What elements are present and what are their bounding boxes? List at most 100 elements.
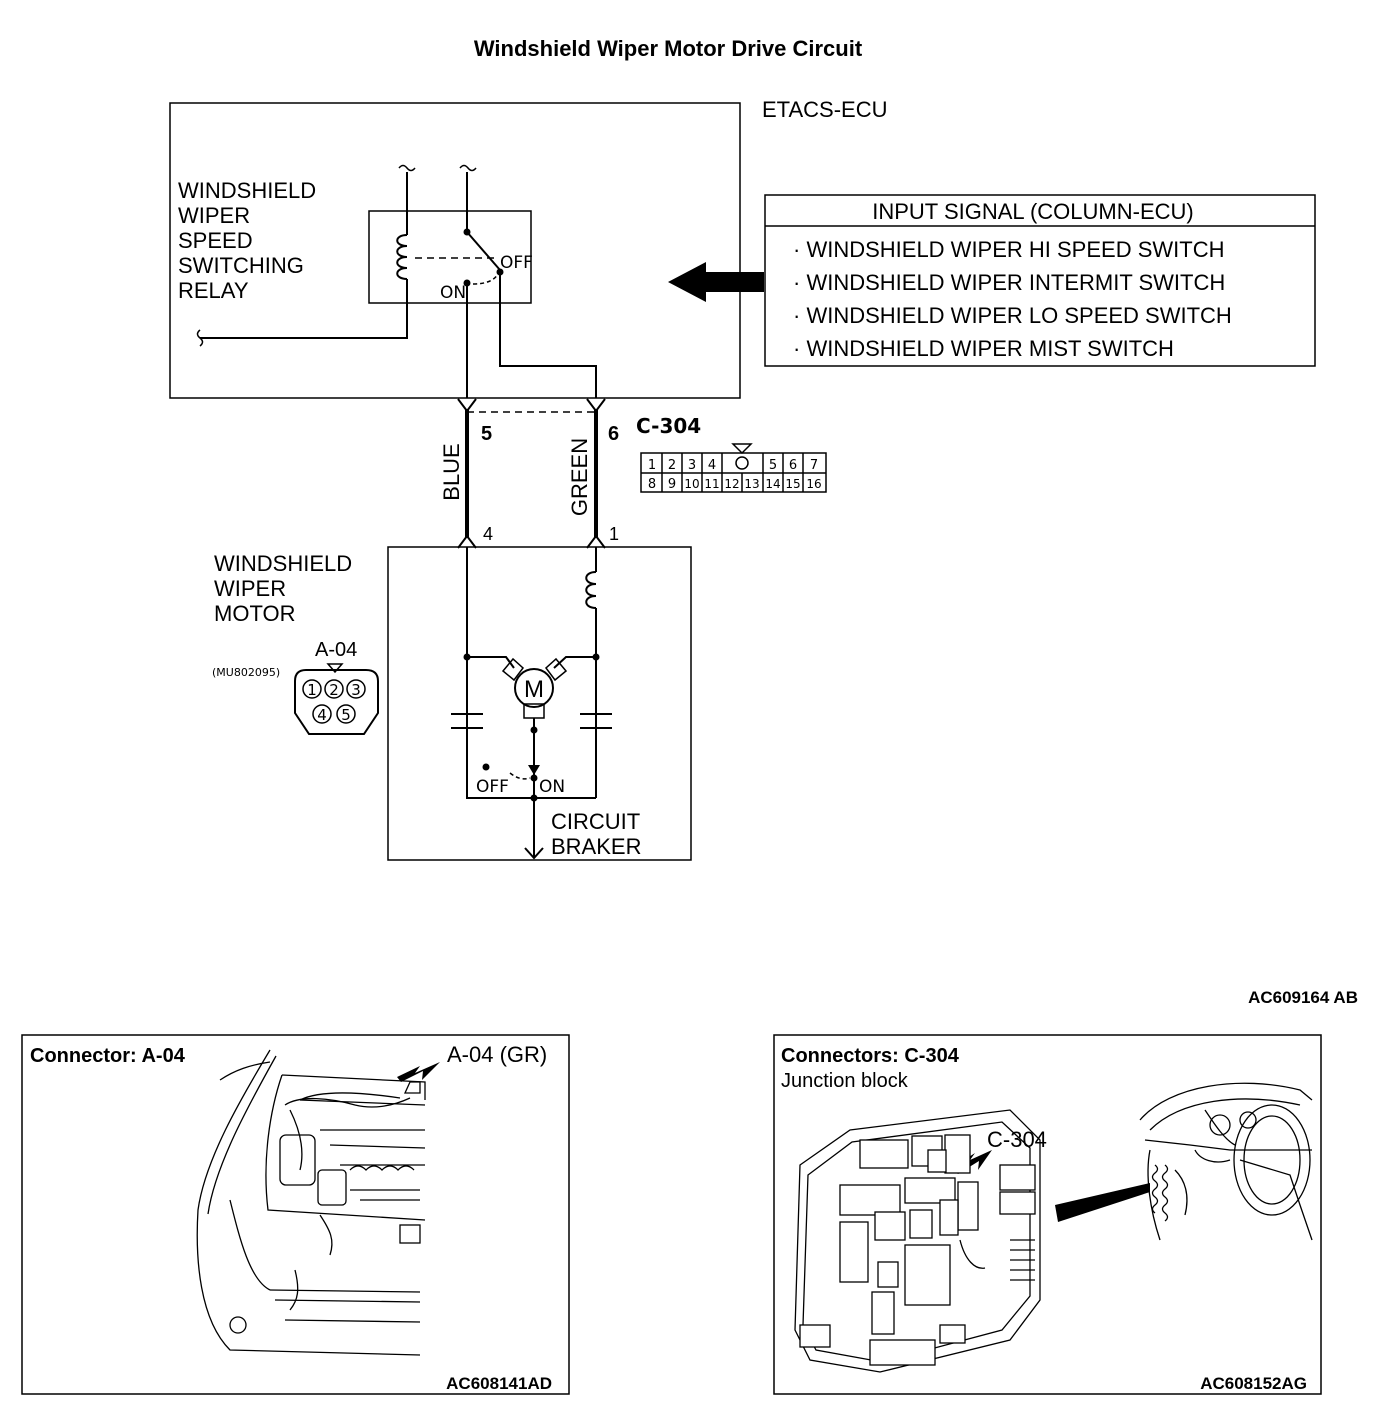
panel-a04-callout: A-04 (GR) bbox=[447, 1042, 547, 1067]
etacs-ecu-label: ETACS-ECU bbox=[762, 97, 888, 122]
c304-pin: 9 bbox=[668, 477, 676, 492]
diagram-title: Windshield Wiper Motor Drive Circuit bbox=[474, 36, 863, 61]
c304-pin: 2 bbox=[668, 458, 676, 473]
panel-a04-code: AC608141AD bbox=[446, 1374, 552, 1393]
input-signal-item: · WINDSHIELD WIPER HI SPEED SWITCH bbox=[793, 237, 1224, 262]
input-signal-box bbox=[764, 194, 1316, 367]
wire-break-mark bbox=[459, 164, 477, 172]
a04-pin-socket bbox=[346, 679, 366, 699]
relay-label-line-1: WINDSHIELD bbox=[178, 178, 316, 203]
autostop-off-contact bbox=[482, 763, 490, 771]
etacs-ecu: ETACS-ECU WINDSHIELD WIPER SPEED SWITCHI… bbox=[169, 97, 888, 399]
motor-label-line-3: MOTOR bbox=[214, 601, 295, 626]
input-signal-item: · WINDSHIELD WIPER INTERMIT SWITCH bbox=[793, 270, 1225, 295]
relay-arc-dash bbox=[472, 273, 499, 285]
wire-break-mark bbox=[398, 164, 416, 172]
capacitor-right-icon bbox=[580, 713, 612, 729]
a04-part-number: (MU802095) bbox=[212, 666, 280, 679]
relay-off-wire bbox=[499, 272, 597, 398]
a04-pin-socket bbox=[324, 679, 344, 699]
c304-label: C-304 bbox=[636, 414, 701, 438]
autostop-arc-dash bbox=[509, 772, 531, 780]
c304-pin: 4 bbox=[708, 458, 716, 473]
connector-key-icon bbox=[326, 663, 344, 674]
input-signal-item: · WINDSHIELD WIPER LO SPEED SWITCH bbox=[793, 303, 1232, 328]
motor-label-line-1: WINDSHIELD bbox=[214, 551, 352, 576]
a04-pin: 1 bbox=[307, 681, 317, 699]
relay-coil-icon bbox=[396, 234, 408, 280]
c304-pin: 16 bbox=[806, 477, 821, 491]
panel-c304-location: Connectors: C-304 Junction block C-304 bbox=[773, 1034, 1322, 1395]
autostop-on-contact bbox=[530, 774, 538, 782]
ground-label-line-1: CIRCUIT bbox=[551, 809, 640, 834]
relay-switch-arm bbox=[466, 231, 501, 271]
capacitor-left-icon bbox=[451, 713, 483, 729]
a04-outline bbox=[294, 669, 379, 735]
c304-pin: 15 bbox=[785, 477, 800, 491]
a04-connector: A-04 (MU802095) 1 2 3 4 5 bbox=[212, 639, 379, 735]
relay-coil-wire bbox=[200, 279, 408, 339]
input-signal-header: INPUT SIGNAL (COLUMN-ECU) bbox=[872, 199, 1193, 224]
engine-bay-illustration bbox=[196, 1049, 426, 1356]
c304-connector: C-304 1 2 3 4 5 6 7 bbox=[636, 414, 827, 493]
motor-brush-wire bbox=[553, 656, 596, 669]
figure-code-main: AC609164 AB bbox=[1248, 988, 1358, 1007]
c304-top-row: 1 2 3 4 5 6 7 bbox=[648, 453, 818, 473]
a04-pin: 4 bbox=[317, 706, 327, 724]
a04-pin: 5 bbox=[341, 706, 351, 724]
c304-bottom-row: 8 9 10 11 12 13 14 15 16 bbox=[648, 473, 822, 492]
junction-dot bbox=[530, 726, 538, 734]
connector-key-icon bbox=[731, 443, 753, 455]
input-arrow-icon bbox=[668, 262, 764, 302]
c304-pin: 5 bbox=[769, 458, 777, 473]
wiper-motor: WINDSHIELD WIPER MOTOR M OFF ON bbox=[214, 546, 692, 861]
motor-brush-icon bbox=[523, 703, 545, 719]
autostop-off-label: OFF bbox=[476, 777, 509, 797]
a04-pin: 3 bbox=[351, 681, 361, 699]
motor-connector-mark bbox=[586, 534, 606, 549]
wire-color-green: GREEN bbox=[567, 438, 592, 516]
c304-empty-cavity bbox=[735, 456, 749, 470]
panel-a04-title: Connector: A-04 bbox=[30, 1045, 186, 1067]
input-signal-panel: INPUT SIGNAL (COLUMN-ECU) · WINDSHIELD W… bbox=[764, 194, 1316, 367]
callout-arrow-icon bbox=[397, 1062, 440, 1082]
relay-on-label: ON bbox=[440, 283, 466, 303]
etacs-ecu-box bbox=[169, 102, 741, 399]
c304-pin: 6 bbox=[789, 458, 797, 473]
wire-break-mark bbox=[196, 329, 204, 347]
panel-c304-code: AC608152AG bbox=[1200, 1374, 1307, 1393]
dashboard-illustration bbox=[1139, 1082, 1313, 1241]
panel-c304-callout: C-304 bbox=[987, 1127, 1047, 1152]
motor-box bbox=[387, 546, 692, 861]
ground-label-line-2: BRAKER bbox=[551, 834, 641, 859]
motor-wire-left bbox=[466, 547, 596, 799]
panel-a04-frame bbox=[21, 1034, 570, 1395]
motor-brush-icon bbox=[544, 657, 568, 682]
panel-a04-location: Connector: A-04 A-04 (GR) bbox=[21, 1034, 570, 1395]
pin-1-label: 1 bbox=[609, 524, 619, 544]
motor-label-line-2: WIPER bbox=[214, 576, 286, 601]
panel-c304-frame bbox=[773, 1034, 1322, 1395]
wire-color-blue: BLUE bbox=[439, 443, 464, 500]
panel-c304-title: Connectors: C-304 bbox=[781, 1045, 960, 1067]
c304-pin: 8 bbox=[648, 477, 656, 492]
c304-pin: 11 bbox=[704, 477, 719, 491]
c304-pin: 1 bbox=[648, 458, 656, 473]
pin-4-label: 4 bbox=[483, 524, 493, 544]
pin-5-label: 5 bbox=[481, 423, 492, 445]
input-signal-item: · WINDSHIELD WIPER MIST SWITCH bbox=[793, 336, 1174, 361]
field-coil-icon bbox=[585, 571, 597, 609]
relay-box bbox=[368, 210, 532, 304]
motor-symbol: M bbox=[524, 676, 544, 703]
autostop-arrow-icon bbox=[528, 765, 540, 775]
relay-label-line-4: SWITCHING bbox=[178, 253, 304, 278]
relay-off-label: OFF bbox=[500, 253, 533, 273]
panel-c304-subtitle: Junction block bbox=[781, 1070, 909, 1092]
ground-arrow-icon bbox=[524, 847, 544, 860]
pin-6-label: 6 bbox=[608, 423, 619, 445]
c304-pin: 3 bbox=[688, 458, 696, 473]
motor-icon bbox=[514, 668, 554, 708]
relay-label-line-3: SPEED bbox=[178, 228, 253, 253]
harness: 5 6 BLUE GREEN 4 1 bbox=[439, 398, 619, 549]
